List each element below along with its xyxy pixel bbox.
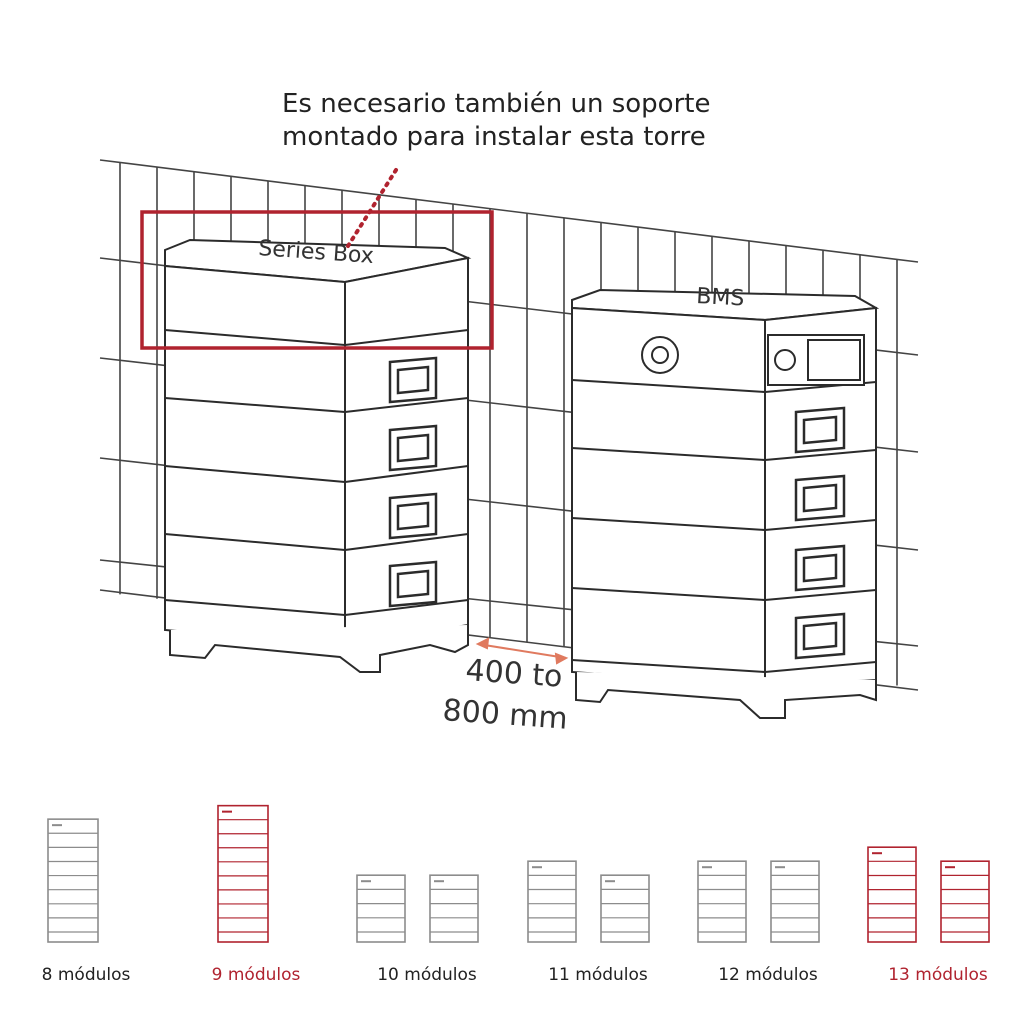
handle-icon	[794, 474, 846, 522]
module-stack	[47, 818, 99, 943]
module-stack	[217, 804, 269, 943]
right-tower-handles	[794, 406, 846, 660]
module-stack	[527, 860, 577, 943]
bms-label: BMS	[696, 284, 745, 311]
handle-inner	[802, 621, 838, 651]
option-label: 10 módulos	[377, 965, 477, 985]
option-label: 9 módulos	[211, 965, 301, 985]
module-stack	[867, 846, 917, 943]
handle-inner	[802, 553, 838, 583]
module-stack	[356, 874, 406, 943]
caption-line-2: montado para instalar esta torre	[282, 122, 706, 152]
module-stack	[940, 860, 990, 943]
handle-inner	[396, 569, 430, 599]
distance-arrow	[475, 637, 569, 665]
right-tower	[571, 288, 880, 719]
handle-icon	[388, 424, 438, 472]
handle-inner	[396, 365, 430, 395]
handle-icon	[794, 544, 846, 592]
module-options	[47, 804, 990, 943]
handle-icon	[388, 356, 438, 404]
handle-inner	[396, 433, 430, 463]
module-stack	[600, 874, 650, 943]
option-label: 13 módulos	[888, 965, 988, 985]
module-stack	[770, 860, 820, 943]
handle-inner	[396, 501, 430, 531]
option-label: 12 módulos	[718, 965, 818, 985]
handle-icon	[794, 612, 846, 660]
module-stack	[697, 860, 747, 943]
handle-inner	[802, 483, 838, 513]
distance-label-line-1: 400 to	[464, 653, 563, 695]
handle-icon	[388, 492, 438, 540]
caption-line-1: Es necesario también un soporte	[282, 89, 711, 119]
leader-line	[346, 168, 398, 248]
handle-icon	[794, 406, 846, 454]
module-stack	[429, 874, 479, 943]
handle-icon	[388, 560, 438, 608]
left-tower-handles	[388, 356, 438, 608]
handle-inner	[802, 415, 838, 445]
option-label: 8 módulos	[41, 965, 131, 985]
option-label: 11 módulos	[548, 965, 648, 985]
distance-label-line-2: 800 mm	[441, 693, 568, 737]
caption: Es necesario también un soporte montado …	[282, 88, 782, 154]
series-box-highlight	[140, 210, 494, 350]
left-tower	[164, 238, 472, 673]
